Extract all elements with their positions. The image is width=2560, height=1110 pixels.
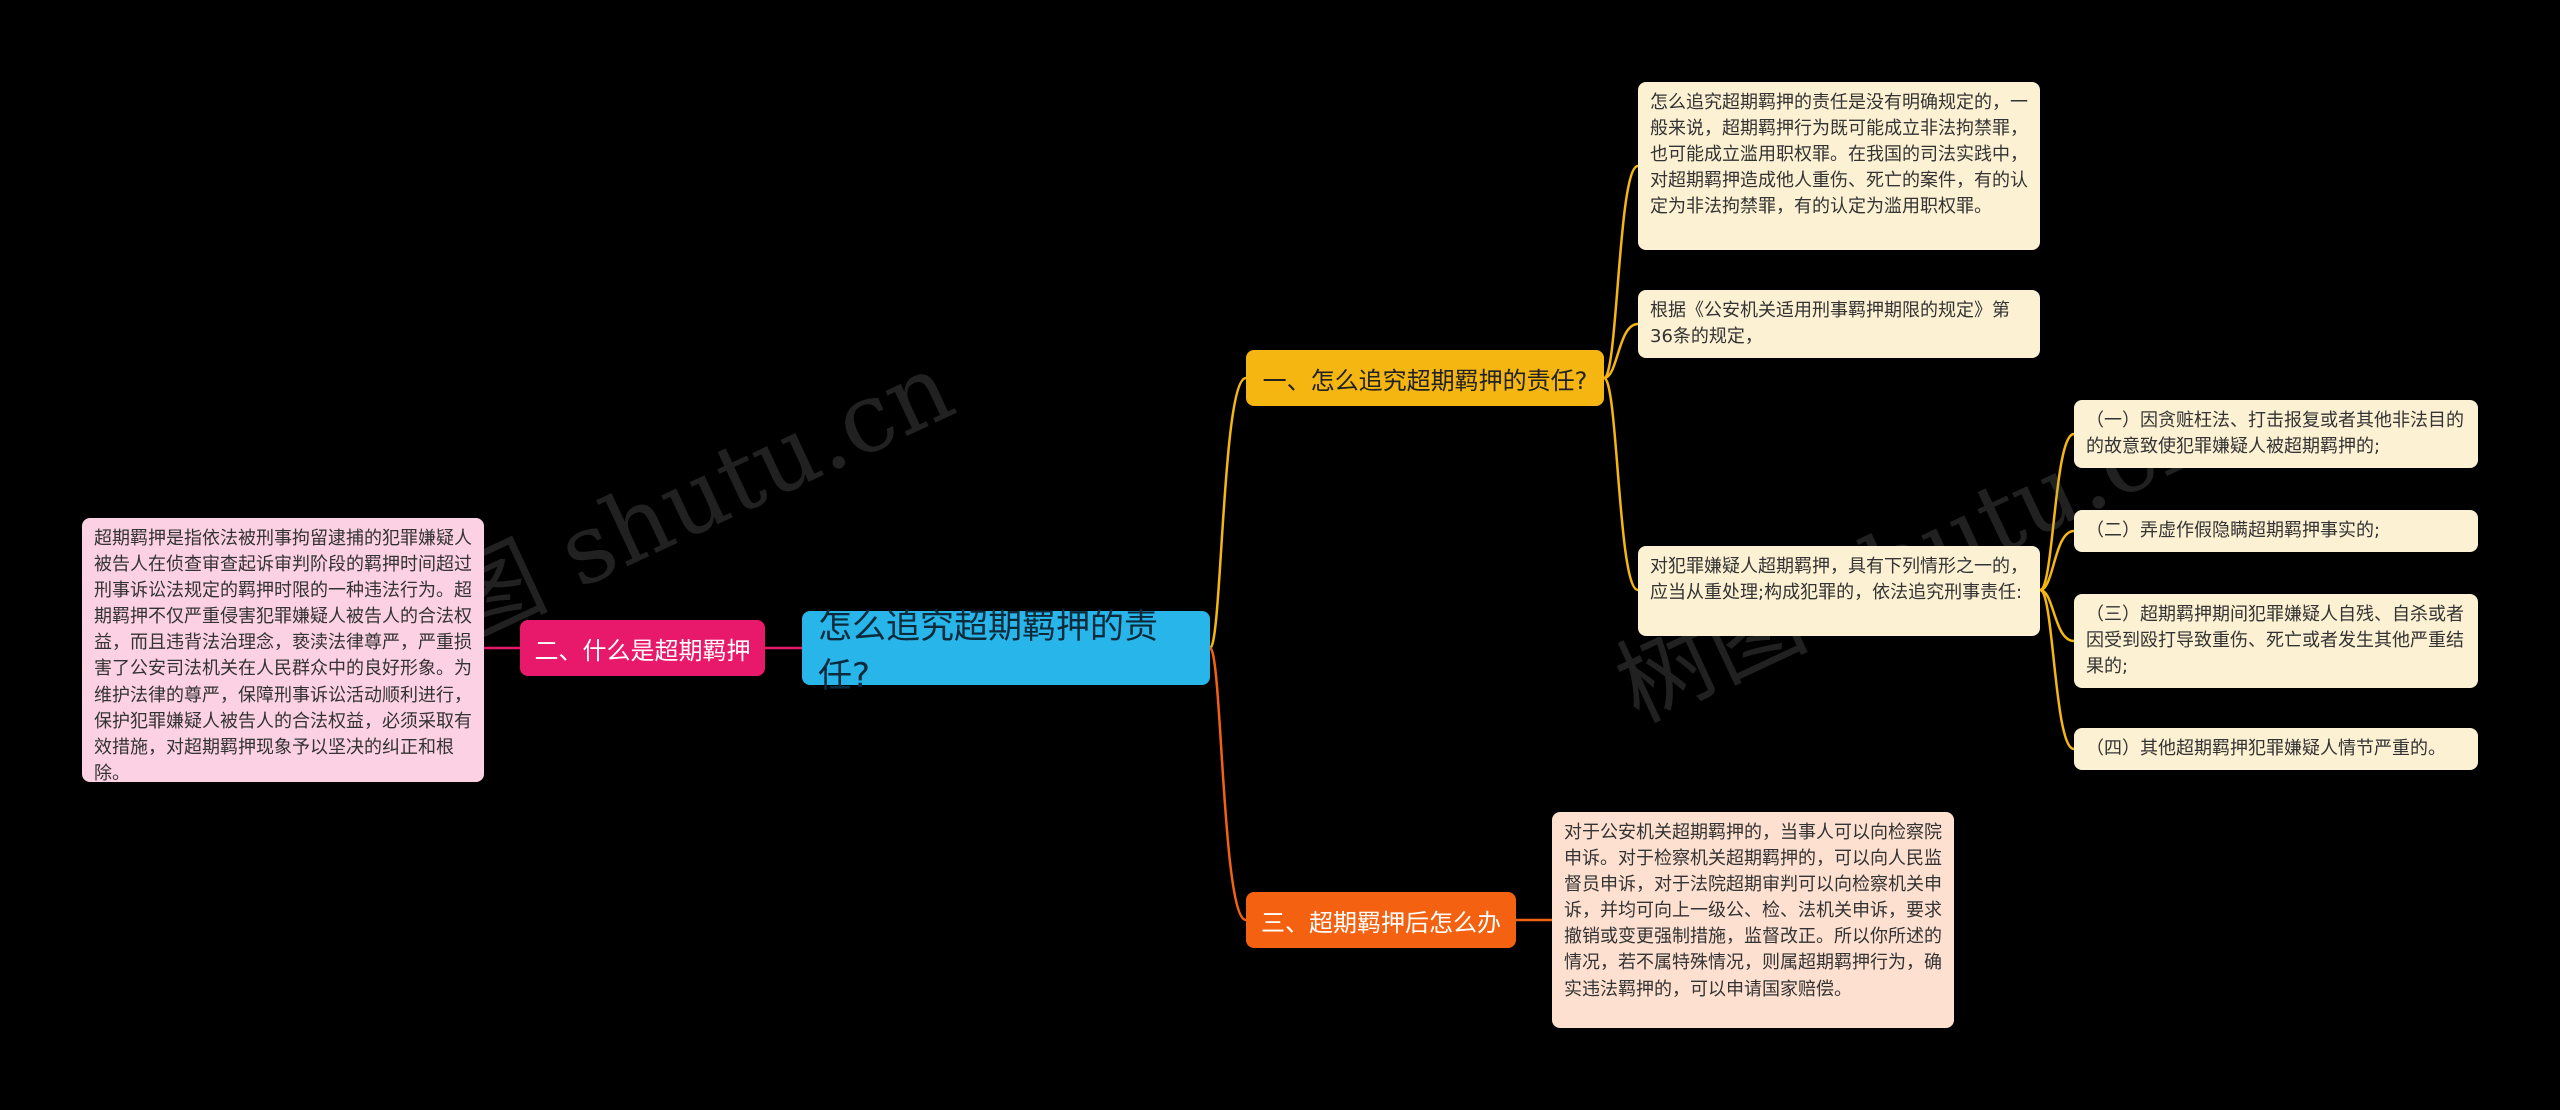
- leaf-1-2-text: 根据《公安机关适用刑事羁押期限的规定》第36条的规定，: [1650, 300, 2010, 348]
- link-b1-leaf3: [1602, 376, 1639, 592]
- root-node[interactable]: 怎么追究超期羁押的责任?: [802, 607, 1210, 696]
- link-root-b1: [1208, 376, 1247, 650]
- leaf-node-1-1[interactable]: 怎么追究超期羁押的责任是没有明确规定的，一般来说，超期羁押行为既可能成立非法拘禁…: [1638, 82, 2040, 250]
- branch-node-3[interactable]: 三、超期羁押后怎么办: [1246, 892, 1516, 948]
- link-b1-leaf2: [1603, 322, 1639, 380]
- branch-node-2[interactable]: 二、什么是超期羁押: [520, 620, 765, 676]
- link-sub4: [2038, 588, 2075, 751]
- leaf-node-2-1[interactable]: 超期羁押是指依法被刑事拘留逮捕的犯罪嫌疑人被告人在侦查审查起诉审判阶段的羁押时间…: [82, 518, 484, 784]
- branch-3-label: 三、超期羁押后怎么办: [1261, 908, 1501, 937]
- branch-node-1[interactable]: 一、怎么追究超期羁押的责任?: [1246, 350, 1604, 406]
- root-label: 怎么追究超期羁押的责任?: [818, 607, 1158, 696]
- leaf-1-1-text: 怎么追究超期羁押的责任是没有明确规定的，一般来说，超期羁押行为既可能成立非法拘禁…: [1650, 92, 2028, 218]
- branch-2-label: 二、什么是超期羁押: [534, 636, 751, 665]
- leaf-1-3-text: 对犯罪嫌疑人超期羁押，具有下列情形之一的，应当从重处理;构成犯罪的，依法追究刑事…: [1650, 556, 2028, 604]
- leaf-node-1-3[interactable]: 对犯罪嫌疑人超期羁押，具有下列情形之一的，应当从重处理;构成犯罪的，依法追究刑事…: [1638, 546, 2040, 636]
- subleaf-node-1[interactable]: （一）因贪赃枉法、打击报复或者其他非法目的的故意致使犯罪嫌疑人被超期羁押的;: [2074, 400, 2478, 468]
- leaf-node-3-1[interactable]: 对于公安机关超期羁押的，当事人可以向检察院申诉。对于检察机关超期羁押的，可以向人…: [1552, 812, 1954, 1028]
- leaf-node-1-2[interactable]: 根据《公安机关适用刑事羁押期限的规定》第36条的规定，: [1638, 290, 2040, 358]
- subleaf-node-3[interactable]: （三）超期羁押期间犯罪嫌疑人自残、自杀或者因受到殴打导致重伤、死亡或者发生其他严…: [2074, 594, 2478, 688]
- subleaf-3-text: （三）超期羁押期间犯罪嫌疑人自残、自杀或者因受到殴打导致重伤、死亡或者发生其他严…: [2086, 604, 2464, 678]
- subleaf-1-text: （一）因贪赃枉法、打击报复或者其他非法目的的故意致使犯罪嫌疑人被超期羁押的;: [2086, 410, 2464, 458]
- branch-1-label: 一、怎么追究超期羁押的责任?: [1262, 366, 1588, 395]
- link-b1-leaf1: [1602, 164, 1639, 380]
- subleaf-4-text: （四）其他超期羁押犯罪嫌疑人情节严重的。: [2086, 738, 2446, 759]
- subleaf-2-text: （二）弄虚作假隐瞒超期羁押事实的;: [2086, 520, 2381, 541]
- link-root-b3: [1208, 646, 1247, 922]
- leaf-2-1-text: 超期羁押是指依法被刑事拘留逮捕的犯罪嫌疑人被告人在侦查审查起诉审判阶段的羁押时间…: [94, 528, 472, 784]
- link-sub2: [2039, 529, 2075, 592]
- subleaf-node-4[interactable]: （四）其他超期羁押犯罪嫌疑人情节严重的。: [2074, 728, 2478, 770]
- link-sub3: [2039, 588, 2075, 643]
- leaf-3-1-text: 对于公安机关超期羁押的，当事人可以向检察院申诉。对于检察机关超期羁押的，可以向人…: [1564, 822, 1942, 1000]
- subleaf-node-2[interactable]: （二）弄虚作假隐瞒超期羁押事实的;: [2074, 510, 2478, 552]
- link-sub1: [2038, 432, 2075, 592]
